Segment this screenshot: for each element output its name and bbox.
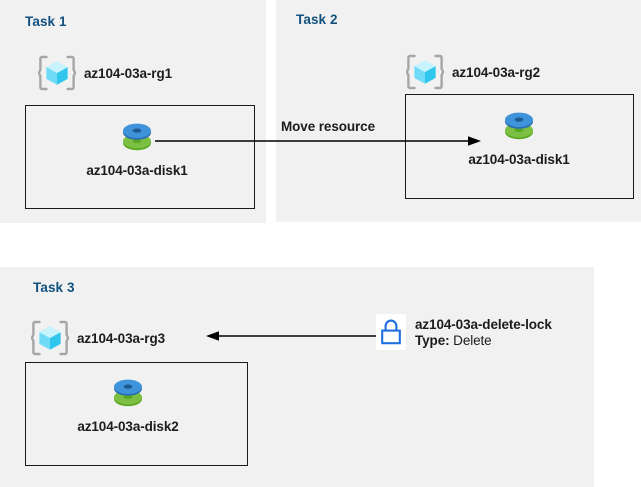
resource-group-header-rg2: az104-03a-rg2 xyxy=(406,54,540,90)
arrow-lock-to-rg3 xyxy=(206,331,377,341)
panel-task-1: Task 1 az104-03a-rg1 xyxy=(0,0,266,223)
disk-label-disk1-task2: az104-03a-disk1 xyxy=(468,152,570,167)
resource-group-name-rg3: az104-03a-rg3 xyxy=(77,330,166,346)
managed-disk-icon xyxy=(498,105,540,147)
resource-group-icon xyxy=(31,320,69,356)
disk-node-disk2-task3: az104-03a-disk2 xyxy=(68,372,188,434)
lock-icon xyxy=(376,314,406,350)
lock-type-key: Type: xyxy=(415,333,450,348)
resource-group-name-rg2: az104-03a-rg2 xyxy=(452,64,541,80)
resource-group-box-rg3 xyxy=(25,362,248,466)
task-1-label: Task 1 xyxy=(25,14,67,29)
lock-type-line: Type: Delete xyxy=(415,333,552,348)
managed-disk-icon xyxy=(107,372,149,414)
resource-group-icon xyxy=(406,54,444,90)
disk-label-disk2-task3: az104-03a-disk2 xyxy=(77,419,179,434)
resource-group-icon xyxy=(38,55,76,91)
resource-group-header-rg3: az104-03a-rg3 xyxy=(31,320,165,356)
resource-group-name-rg1: az104-03a-rg1 xyxy=(84,65,173,81)
disk-node-disk1-task1: az104-03a-disk1 xyxy=(77,116,197,178)
disk-label-disk1-task1: az104-03a-disk1 xyxy=(86,163,188,178)
lock-node: az104-03a-delete-lock Type: Delete xyxy=(376,314,552,350)
task-2-label: Task 2 xyxy=(296,12,338,27)
lock-text-block: az104-03a-delete-lock Type: Delete xyxy=(415,314,552,348)
lock-type-value: Delete xyxy=(453,333,492,348)
resource-group-header-rg1: az104-03a-rg1 xyxy=(38,55,172,91)
resource-group-box-rg1 xyxy=(25,105,255,209)
resource-group-box-rg2 xyxy=(405,94,634,199)
task-3-label: Task 3 xyxy=(33,280,75,295)
arrow-move-resource xyxy=(155,136,481,146)
managed-disk-icon xyxy=(116,116,158,158)
disk-node-disk1-task2: az104-03a-disk1 xyxy=(459,105,579,167)
connector-label-move-resource: Move resource xyxy=(281,119,375,134)
lock-name: az104-03a-delete-lock xyxy=(415,317,552,332)
